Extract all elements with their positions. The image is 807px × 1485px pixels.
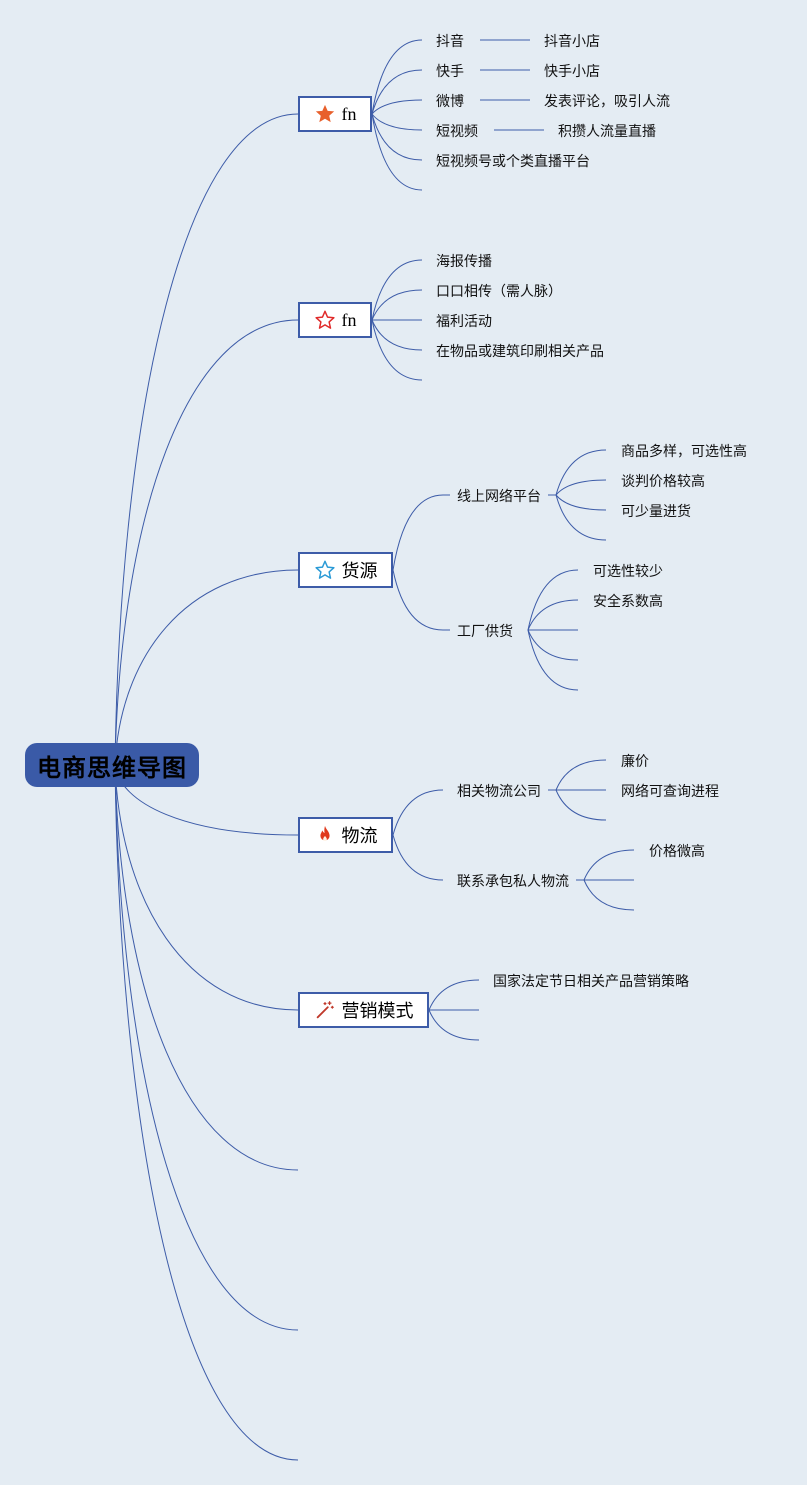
connector-line: [371, 39, 423, 115]
leaf-item[interactable]: 在物品或建筑印刷相关产品: [436, 343, 604, 359]
connector-line: [555, 494, 607, 511]
root-connector: [114, 569, 299, 766]
root-connector: [114, 764, 299, 1011]
fire-icon: [314, 824, 336, 846]
branch-node-social[interactable]: fn: [298, 96, 372, 132]
leaf-child[interactable]: 安全系数高: [593, 593, 663, 609]
connector-line: [555, 789, 607, 821]
connector-line: [527, 569, 579, 631]
connector-line: [392, 834, 444, 881]
leaf-item[interactable]: 快手: [436, 63, 464, 79]
connector-line: [392, 789, 444, 836]
connector-line: [371, 259, 423, 321]
branch-node-supply[interactable]: 货源: [298, 552, 393, 588]
star-outline-icon: [314, 309, 336, 331]
connector-line: [527, 599, 579, 631]
root-node[interactable]: 电商思维导图: [25, 743, 199, 787]
connector-line: [555, 449, 607, 496]
branch-label: 营销模式: [341, 1001, 414, 1021]
root-connector: [114, 764, 299, 1171]
branch-node-logistics[interactable]: 物流: [298, 817, 393, 853]
leaf-child[interactable]: 网络可查询进程: [621, 783, 719, 799]
connector-line: [527, 629, 579, 661]
leaf-item[interactable]: 口口相传（需人脉）: [436, 283, 562, 299]
branch-label: 物流: [341, 826, 378, 846]
leaf-item[interactable]: 联系承包私人物流: [457, 873, 569, 889]
root-connector: [114, 113, 299, 766]
leaf-item[interactable]: 工厂供货: [457, 623, 513, 639]
star-filled-icon: [314, 103, 336, 125]
leaf-detail[interactable]: 抖音小店: [544, 33, 600, 49]
branch-node-promotion[interactable]: fn: [298, 302, 372, 338]
leaf-item[interactable]: 线上网络平台: [457, 488, 541, 504]
connector-line: [392, 494, 444, 571]
leaf-detail[interactable]: 积攒人流量直播: [558, 123, 656, 139]
connector-line: [392, 569, 444, 631]
branch-label: fn: [341, 309, 357, 330]
leaf-child[interactable]: 价格微高: [649, 843, 705, 859]
leaf-item[interactable]: 相关物流公司: [457, 783, 541, 799]
connector-line: [583, 879, 635, 911]
leaf-item[interactable]: 国家法定节日相关产品营销策略: [493, 973, 689, 989]
leaf-detail[interactable]: 发表评论，吸引人流: [544, 93, 670, 109]
branch-label: fn: [341, 103, 357, 124]
leaf-child[interactable]: 谈判价格较高: [621, 473, 705, 489]
connector-line: [555, 479, 607, 496]
connector-line: [371, 319, 423, 381]
leaf-child[interactable]: 商品多样，可选性高: [621, 443, 747, 459]
connector-line: [371, 69, 423, 115]
connector-line: [428, 1009, 480, 1041]
magic-wand-icon: [314, 999, 336, 1021]
connector-line: [583, 849, 635, 881]
leaf-child[interactable]: 可少量进货: [621, 503, 691, 519]
connector-line: [371, 99, 423, 115]
leaf-child[interactable]: 可选性较少: [593, 563, 663, 579]
leaf-item[interactable]: 短视频号或个类直播平台: [436, 153, 590, 169]
connector-line: [555, 494, 607, 541]
connector-line: [527, 629, 579, 691]
branch-node-marketing[interactable]: 营销模式: [298, 992, 429, 1028]
root-connector: [114, 319, 299, 766]
connector-line: [371, 319, 423, 351]
connector-line: [371, 113, 423, 161]
branch-label: 货源: [341, 561, 378, 581]
leaf-item[interactable]: 微博: [436, 93, 464, 109]
connector-line: [371, 113, 423, 191]
star-outline-blue-icon: [314, 559, 336, 581]
leaf-item[interactable]: 短视频: [436, 123, 478, 139]
root-connector: [114, 764, 299, 1461]
leaf-item[interactable]: 抖音: [436, 33, 464, 49]
leaf-detail[interactable]: 快手小店: [544, 63, 600, 79]
connector-line: [428, 979, 480, 1011]
leaf-child[interactable]: 廉价: [621, 753, 649, 769]
leaf-item[interactable]: 福利活动: [436, 313, 492, 329]
connector-line: [555, 759, 607, 791]
connector-line: [371, 289, 423, 321]
root-label: 电商思维导图: [37, 754, 187, 782]
connector-line: [371, 113, 423, 131]
leaf-item[interactable]: 海报传播: [436, 253, 492, 269]
root-connector: [114, 764, 299, 1331]
